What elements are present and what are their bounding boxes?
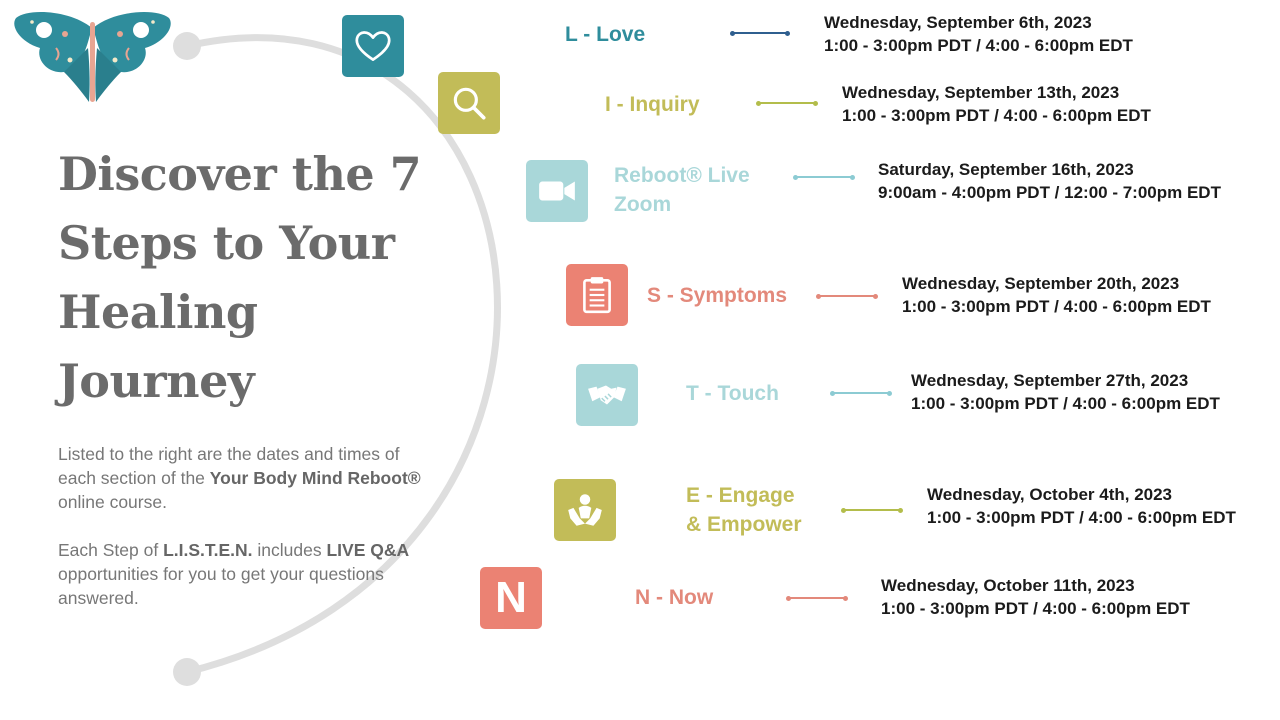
step-reboot-connector <box>793 174 855 180</box>
schedule-time: 9:00am - 4:00pm PDT / 12:00 - 7:00pm EDT <box>878 183 1221 202</box>
intro-text-run: Listed to the right are the dates and ti… <box>58 444 400 488</box>
course-name: Your Body Mind Reboot® <box>209 468 421 488</box>
step-label-line: S - Symptoms <box>647 284 788 307</box>
intro-text-run: online course. <box>58 492 167 512</box>
schedule-date: Wednesday, September 27th, 2023 <box>911 371 1189 390</box>
step-touch-tile <box>576 364 638 426</box>
schedule-time: 1:00 - 3:00pm PDT / 4:00 - 6:00pm EDT <box>927 508 1236 527</box>
butterfly-logo <box>14 12 171 102</box>
live-qa-text: LIVE Q&A <box>326 540 410 560</box>
search-icon <box>453 87 486 120</box>
step-love-schedule: Wednesday, September 6th, 2023 1:00 - 3:0… <box>824 11 1133 57</box>
intro-paragraph-qa: Each Step of L.I.S.T.E.N. includes LIVE … <box>58 538 428 610</box>
step-label-line: Reboot® Live <box>614 164 750 187</box>
step-touch-schedule: Wednesday, September 27th, 2023 1:00 - 3:… <box>911 369 1220 415</box>
schedule-time: 1:00 - 3:00pm PDT / 4:00 - 6:00pm EDT <box>842 106 1151 125</box>
step-label-line: Zoom <box>614 193 672 216</box>
step-inquiry-connector <box>756 100 818 106</box>
step-label-line: I - Inquiry <box>605 93 700 116</box>
arc-end-dot <box>173 658 201 686</box>
step-symptoms-label: S - Symptoms <box>647 281 787 310</box>
step-label-line: L - Love <box>565 23 646 46</box>
step-engage-schedule: Wednesday, October 4th, 2023 1:00 - 3:00p… <box>927 483 1236 529</box>
schedule-time: 1:00 - 3:00pm PDT / 4:00 - 6:00pm EDT <box>824 36 1133 55</box>
schedule-time: 1:00 - 3:00pm PDT / 4:00 - 6:00pm EDT <box>911 394 1220 413</box>
hands-person-icon <box>568 494 602 526</box>
step-engage-label: E - Engage & Empower <box>686 481 802 539</box>
letter-n-icon: N <box>495 573 527 622</box>
arc-start-dot <box>173 32 201 60</box>
step-label-line: E - Engage <box>686 484 795 507</box>
step-inquiry-tile <box>438 72 500 134</box>
schedule-date: Wednesday, September 6th, 2023 <box>824 13 1092 32</box>
step-inquiry-schedule: Wednesday, September 13th, 2023 1:00 - 3:… <box>842 81 1151 127</box>
step-engage-tile <box>554 479 616 541</box>
intro-text: Listed to the right are the dates and ti… <box>58 442 428 610</box>
step-now-tile: N <box>480 567 542 629</box>
intro-text-run: includes <box>252 540 327 560</box>
intro-paragraph-dates: Listed to the right are the dates and ti… <box>58 442 428 514</box>
step-touch-label: T - Touch <box>686 379 779 408</box>
step-love-connector <box>730 30 790 36</box>
schedule-date: Saturday, September 16th, 2023 <box>878 160 1134 179</box>
schedule-time: 1:00 - 3:00pm PDT / 4:00 - 6:00pm EDT <box>902 297 1211 316</box>
listen-acronym: L.I.S.T.E.N. <box>163 540 253 560</box>
step-now-schedule: Wednesday, October 11th, 2023 1:00 - 3:00… <box>881 574 1190 620</box>
clipboard-icon <box>583 277 611 314</box>
step-touch-connector <box>830 390 892 396</box>
schedule-time: 1:00 - 3:00pm PDT / 4:00 - 6:00pm EDT <box>881 599 1190 618</box>
video-camera-icon <box>539 181 575 201</box>
intro-text-run: Each Step of <box>58 540 164 560</box>
step-love-tile <box>342 15 404 77</box>
schedule-date: Wednesday, September 13th, 2023 <box>842 83 1120 102</box>
step-reboot-schedule: Saturday, September 16th, 2023 9:00am - 4… <box>878 158 1221 204</box>
handshake-icon <box>588 385 626 405</box>
step-label-line: & Empower <box>686 513 802 536</box>
schedule-date: Wednesday, September 20th, 2023 <box>902 274 1180 293</box>
step-symptoms-schedule: Wednesday, September 20th, 2023 1:00 - 3:… <box>902 272 1211 318</box>
step-engage-connector <box>841 507 903 513</box>
step-reboot-tile <box>526 160 588 222</box>
schedule-date: Wednesday, October 11th, 2023 <box>881 576 1135 595</box>
step-symptoms-connector <box>816 293 878 299</box>
schedule-date: Wednesday, October 4th, 2023 <box>927 485 1173 504</box>
step-now-connector <box>786 595 848 601</box>
heart-icon <box>355 31 391 62</box>
step-symptoms-tile <box>566 264 628 326</box>
step-label-line: N - Now <box>635 586 714 609</box>
step-now-label: N - Now <box>635 583 713 612</box>
intro-text-run: opportunities for you to get your questi… <box>58 564 384 608</box>
step-inquiry-label: I - Inquiry <box>605 90 700 119</box>
step-love-label: L - Love <box>565 20 645 49</box>
step-label-line: T - Touch <box>686 382 779 405</box>
page-title: Discover the 7 Steps to Your Healing Jou… <box>58 147 422 408</box>
